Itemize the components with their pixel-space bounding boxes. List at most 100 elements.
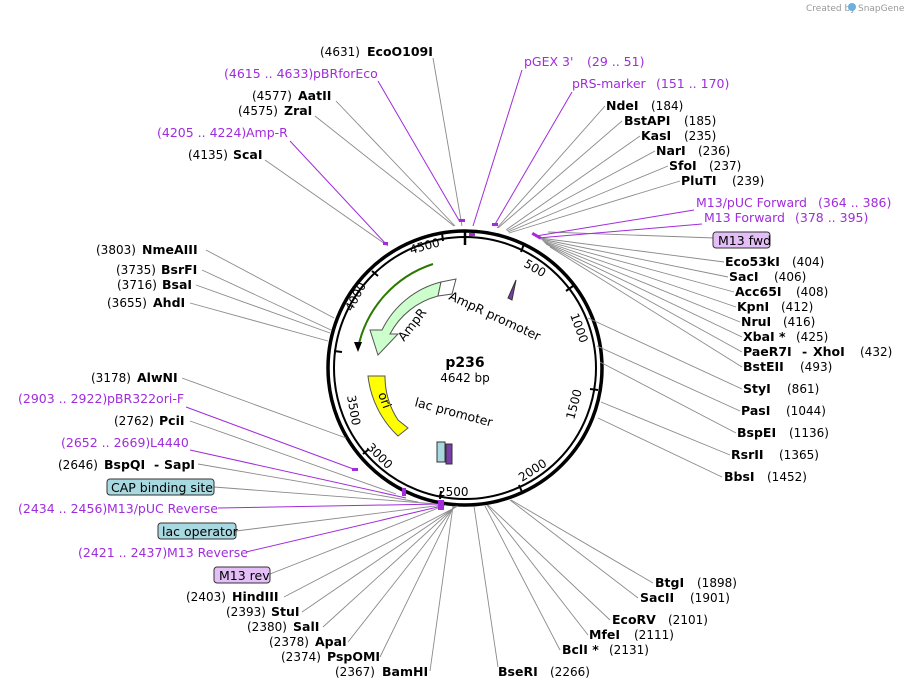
m13puc-rev-name: M13/pUC Reverse bbox=[107, 501, 218, 516]
leader-nmeaiii bbox=[205, 249, 335, 319]
m13-fwd-primer-name: M13 Forward bbox=[704, 210, 785, 225]
plasmid-size: 4642 bp bbox=[440, 371, 490, 385]
ecoo109i-name: EcoO109I bbox=[367, 44, 433, 59]
nrui-name: NruI bbox=[741, 314, 771, 329]
leader-pasi bbox=[596, 345, 741, 412]
m13puc-fwd-name: M13/pUC Forward bbox=[696, 195, 807, 210]
tick-label-2500: 2500 bbox=[438, 485, 469, 499]
kasi-name: KasI bbox=[641, 128, 671, 143]
leader-bseri bbox=[473, 505, 499, 668]
cap-binding-label: CAP binding site bbox=[111, 480, 213, 495]
bcli-name: BclI * bbox=[562, 642, 599, 657]
tick-mark-2000 bbox=[518, 484, 523, 493]
xbai-name: XbaI * bbox=[743, 329, 786, 344]
m13-fwd-primer-range: (378 .. 395) bbox=[795, 210, 868, 225]
kpni-name: KpnI bbox=[737, 299, 769, 314]
leader-alwni bbox=[181, 377, 347, 439]
marker-m13-fwd bbox=[531, 232, 542, 240]
leader-bstapi bbox=[497, 120, 623, 229]
left-site-labels: (3803) NmeAIII (3735) BsrFI (3716) BsaI … bbox=[18, 242, 248, 560]
leader-hindiii bbox=[283, 505, 459, 598]
btgi-name: BtgI bbox=[655, 575, 684, 590]
leader-ndei bbox=[496, 105, 606, 229]
leader-m13puc-rev bbox=[217, 503, 441, 509]
tick-mark-3000 bbox=[362, 448, 370, 455]
tick-mark-3500 bbox=[333, 350, 343, 353]
leader-acc65i bbox=[541, 239, 735, 293]
rsrii-pos: (1365) bbox=[779, 448, 819, 462]
leader-sali bbox=[322, 505, 457, 628]
leader-btgi bbox=[510, 499, 654, 584]
ahdi-pos: (3655) bbox=[107, 296, 147, 310]
m13-reverse-range: (2421 .. 2437) bbox=[78, 545, 167, 560]
kpni-pos: (412) bbox=[781, 300, 813, 314]
top-site-labels: (4631) EcoO109I (4615 .. 4633) pBRforEco… bbox=[157, 44, 433, 162]
m13-reverse-name: M13 Reverse bbox=[167, 545, 248, 560]
leader-eco53ki bbox=[539, 237, 725, 263]
marker-l4440 bbox=[402, 488, 406, 496]
pgex3-range: (29 .. 51) bbox=[587, 54, 644, 69]
acc65i-pos: (408) bbox=[796, 285, 828, 299]
leader-paer7i bbox=[545, 243, 743, 353]
aatii-pos: (4577) bbox=[252, 89, 292, 103]
right-site-labels: NdeI (184) BstAPI (185) KasI (235) NarI … bbox=[606, 98, 892, 484]
ori-label: ori bbox=[375, 390, 395, 410]
ecorv-pos: (2101) bbox=[668, 613, 708, 627]
prs-marker-name: pRS-marker bbox=[572, 76, 647, 91]
acc65i-name: Acc65I bbox=[735, 284, 782, 299]
marker-pbrforeco bbox=[459, 219, 465, 222]
m13-fwd-box-label: M13 fwd bbox=[718, 233, 771, 248]
apai-pos: (2378) bbox=[269, 635, 309, 649]
m13-rev-box-label: M13 rev bbox=[219, 568, 270, 583]
zrai-name: ZraI bbox=[284, 103, 312, 118]
bsrfi-pos: (3735) bbox=[116, 263, 156, 277]
bspqi-pos: (2646) bbox=[58, 458, 98, 472]
tick-mark-2500 bbox=[439, 490, 442, 500]
bsteii-pos: (493) bbox=[800, 360, 832, 374]
leader-bamhi bbox=[429, 505, 454, 672]
leader-amp-r bbox=[289, 140, 387, 245]
m13-fwd-feature bbox=[507, 279, 517, 301]
leader-bcli bbox=[484, 505, 561, 651]
plasmid-name: p236 bbox=[445, 355, 484, 371]
stui-name: StuI bbox=[271, 604, 300, 619]
bcli-pos: (2131) bbox=[609, 643, 649, 657]
leader-styi bbox=[587, 317, 743, 390]
bsai-name: BsaI bbox=[162, 277, 192, 292]
leader-nrui bbox=[543, 241, 741, 323]
tick-mark-4500 bbox=[441, 232, 444, 242]
leader-nari bbox=[506, 150, 656, 232]
tick-mark-1500 bbox=[589, 388, 599, 391]
leader-ecoo109i bbox=[432, 57, 463, 227]
styi-pos: (861) bbox=[787, 382, 819, 396]
leader-saci bbox=[540, 238, 729, 278]
saci-name: SacI bbox=[729, 269, 759, 284]
prs-marker-range: (151 .. 170) bbox=[656, 76, 729, 91]
bseri-pos: (2266) bbox=[550, 665, 590, 679]
bottom-right-site-labels: BtgI (1898) SacII (1901) EcoRV (2101) Mf… bbox=[498, 575, 737, 679]
leader-pbrforeco bbox=[377, 80, 461, 223]
tick-marks bbox=[333, 232, 599, 500]
leader-lacop bbox=[235, 504, 444, 532]
paer7i-name: PaeR7I bbox=[743, 344, 792, 359]
lac-promoter-label: lac promoter bbox=[413, 394, 495, 429]
leader-rsrii bbox=[600, 401, 731, 456]
zrai-pos: (4575) bbox=[238, 104, 278, 118]
sapi-name: SapI bbox=[164, 457, 195, 472]
xbai-pos: (425) bbox=[796, 330, 828, 344]
nmeaiii-pos: (3803) bbox=[96, 243, 136, 257]
leader-pgex3 bbox=[472, 69, 523, 227]
pbrforeco-range: (4615 .. 4633) bbox=[224, 66, 313, 81]
snapgene-logo-icon bbox=[848, 3, 856, 11]
bspqi-name: BspQI bbox=[104, 457, 145, 472]
styi-name: StyI bbox=[743, 381, 771, 396]
sep-bspqi: - bbox=[154, 457, 159, 472]
leader-kasi bbox=[505, 135, 641, 231]
m13-rev-box bbox=[213, 566, 271, 584]
leader-sfoi bbox=[507, 165, 669, 233]
lac-operator-box bbox=[157, 522, 237, 540]
enzyme-leader-lines bbox=[181, 57, 771, 672]
leader-l4440 bbox=[189, 449, 407, 499]
bspei-name: BspEI bbox=[737, 425, 776, 440]
